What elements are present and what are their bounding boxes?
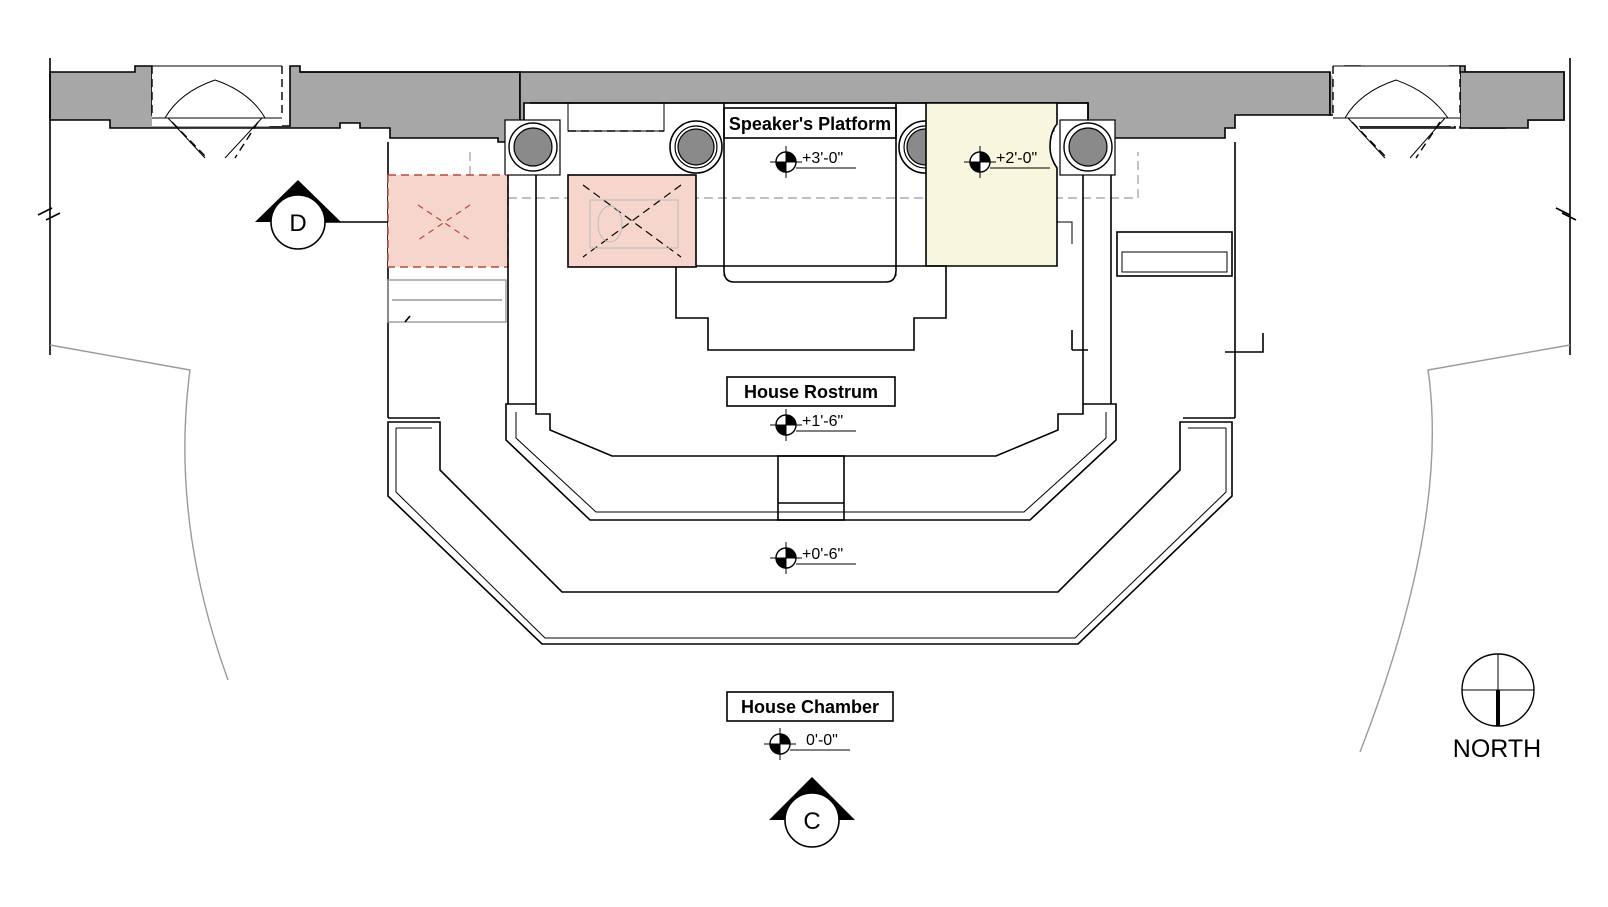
speakers-platform-outline (723, 103, 897, 283)
corner-mark-left (1071, 330, 1088, 351)
removed-area-left (387, 174, 509, 268)
elevation-marker-chamber: 0'-0" (764, 728, 850, 760)
right-break (1555, 207, 1577, 221)
elevation-marker-platform: +3'-0" (770, 146, 856, 178)
elevation-marker-side: +2'-0" (964, 146, 1050, 178)
section-tag-d: D (255, 180, 388, 250)
speakers-platform-label: Speaker's Platform (729, 114, 891, 134)
elevation-marker-lower-tier: +0'-6" (770, 542, 856, 574)
section-tag-d-text: D (289, 210, 306, 237)
right-bench-inner (1121, 251, 1228, 273)
rostrum-podium (777, 455, 845, 521)
right-enclosure-wall (1183, 142, 1236, 419)
column-2 (669, 120, 723, 174)
elevation-platform-text: +3'-0" (802, 150, 843, 167)
rostrum-left-wall (507, 175, 537, 404)
house-chamber-label: House Chamber (741, 697, 879, 717)
speakers-platform-label-box (723, 107, 897, 139)
lower-tier-outer (387, 421, 1233, 645)
house-rostrum-label-box (726, 376, 896, 407)
left-cabinet (567, 102, 665, 132)
left-break (37, 207, 61, 221)
house-chamber-label-box (726, 691, 894, 722)
north-arrow: NORTH (1453, 653, 1541, 763)
left-chamber-curve (49, 344, 229, 681)
north-label: NORTH (1453, 735, 1541, 763)
north-wall-left (49, 65, 521, 143)
corner-mark-right (1225, 333, 1264, 353)
right-bench (1116, 231, 1233, 277)
rostrum-desk-outer (505, 403, 1117, 521)
left-bench (387, 279, 507, 323)
elevation-marker-rostrum: +1'-6" (770, 409, 856, 441)
section-tag-c: C (769, 777, 855, 848)
column-1 (504, 119, 561, 176)
house-rostrum-label: House Rostrum (744, 382, 878, 402)
right-chamber-curve (1359, 344, 1571, 753)
platform-back-box (530, 102, 1089, 120)
elevation-lower-tier-text: +0'-6" (802, 546, 843, 563)
elevation-rostrum-text: +1'-6" (802, 413, 843, 430)
section-tag-c-text: C (803, 808, 820, 835)
new-area-notch (1057, 221, 1073, 244)
lower-tier-inner (395, 427, 1227, 639)
removed-area-center (567, 174, 697, 268)
north-wall-right-mass (1459, 71, 1565, 129)
corner-mark-left2 (404, 315, 411, 323)
elevation-chamber-text: 0'-0" (806, 732, 838, 749)
left-double-door (151, 65, 283, 159)
new-area-side (925, 102, 1058, 267)
elevation-side-text: +2'-0" (996, 150, 1037, 167)
rostrum-right-wall (1082, 175, 1112, 404)
rostrum-desk-inner (515, 412, 1107, 513)
lectern-ties (723, 266, 897, 276)
lectern-outline (675, 265, 947, 351)
column-4 (1059, 119, 1116, 176)
right-double-door (1332, 65, 1461, 159)
